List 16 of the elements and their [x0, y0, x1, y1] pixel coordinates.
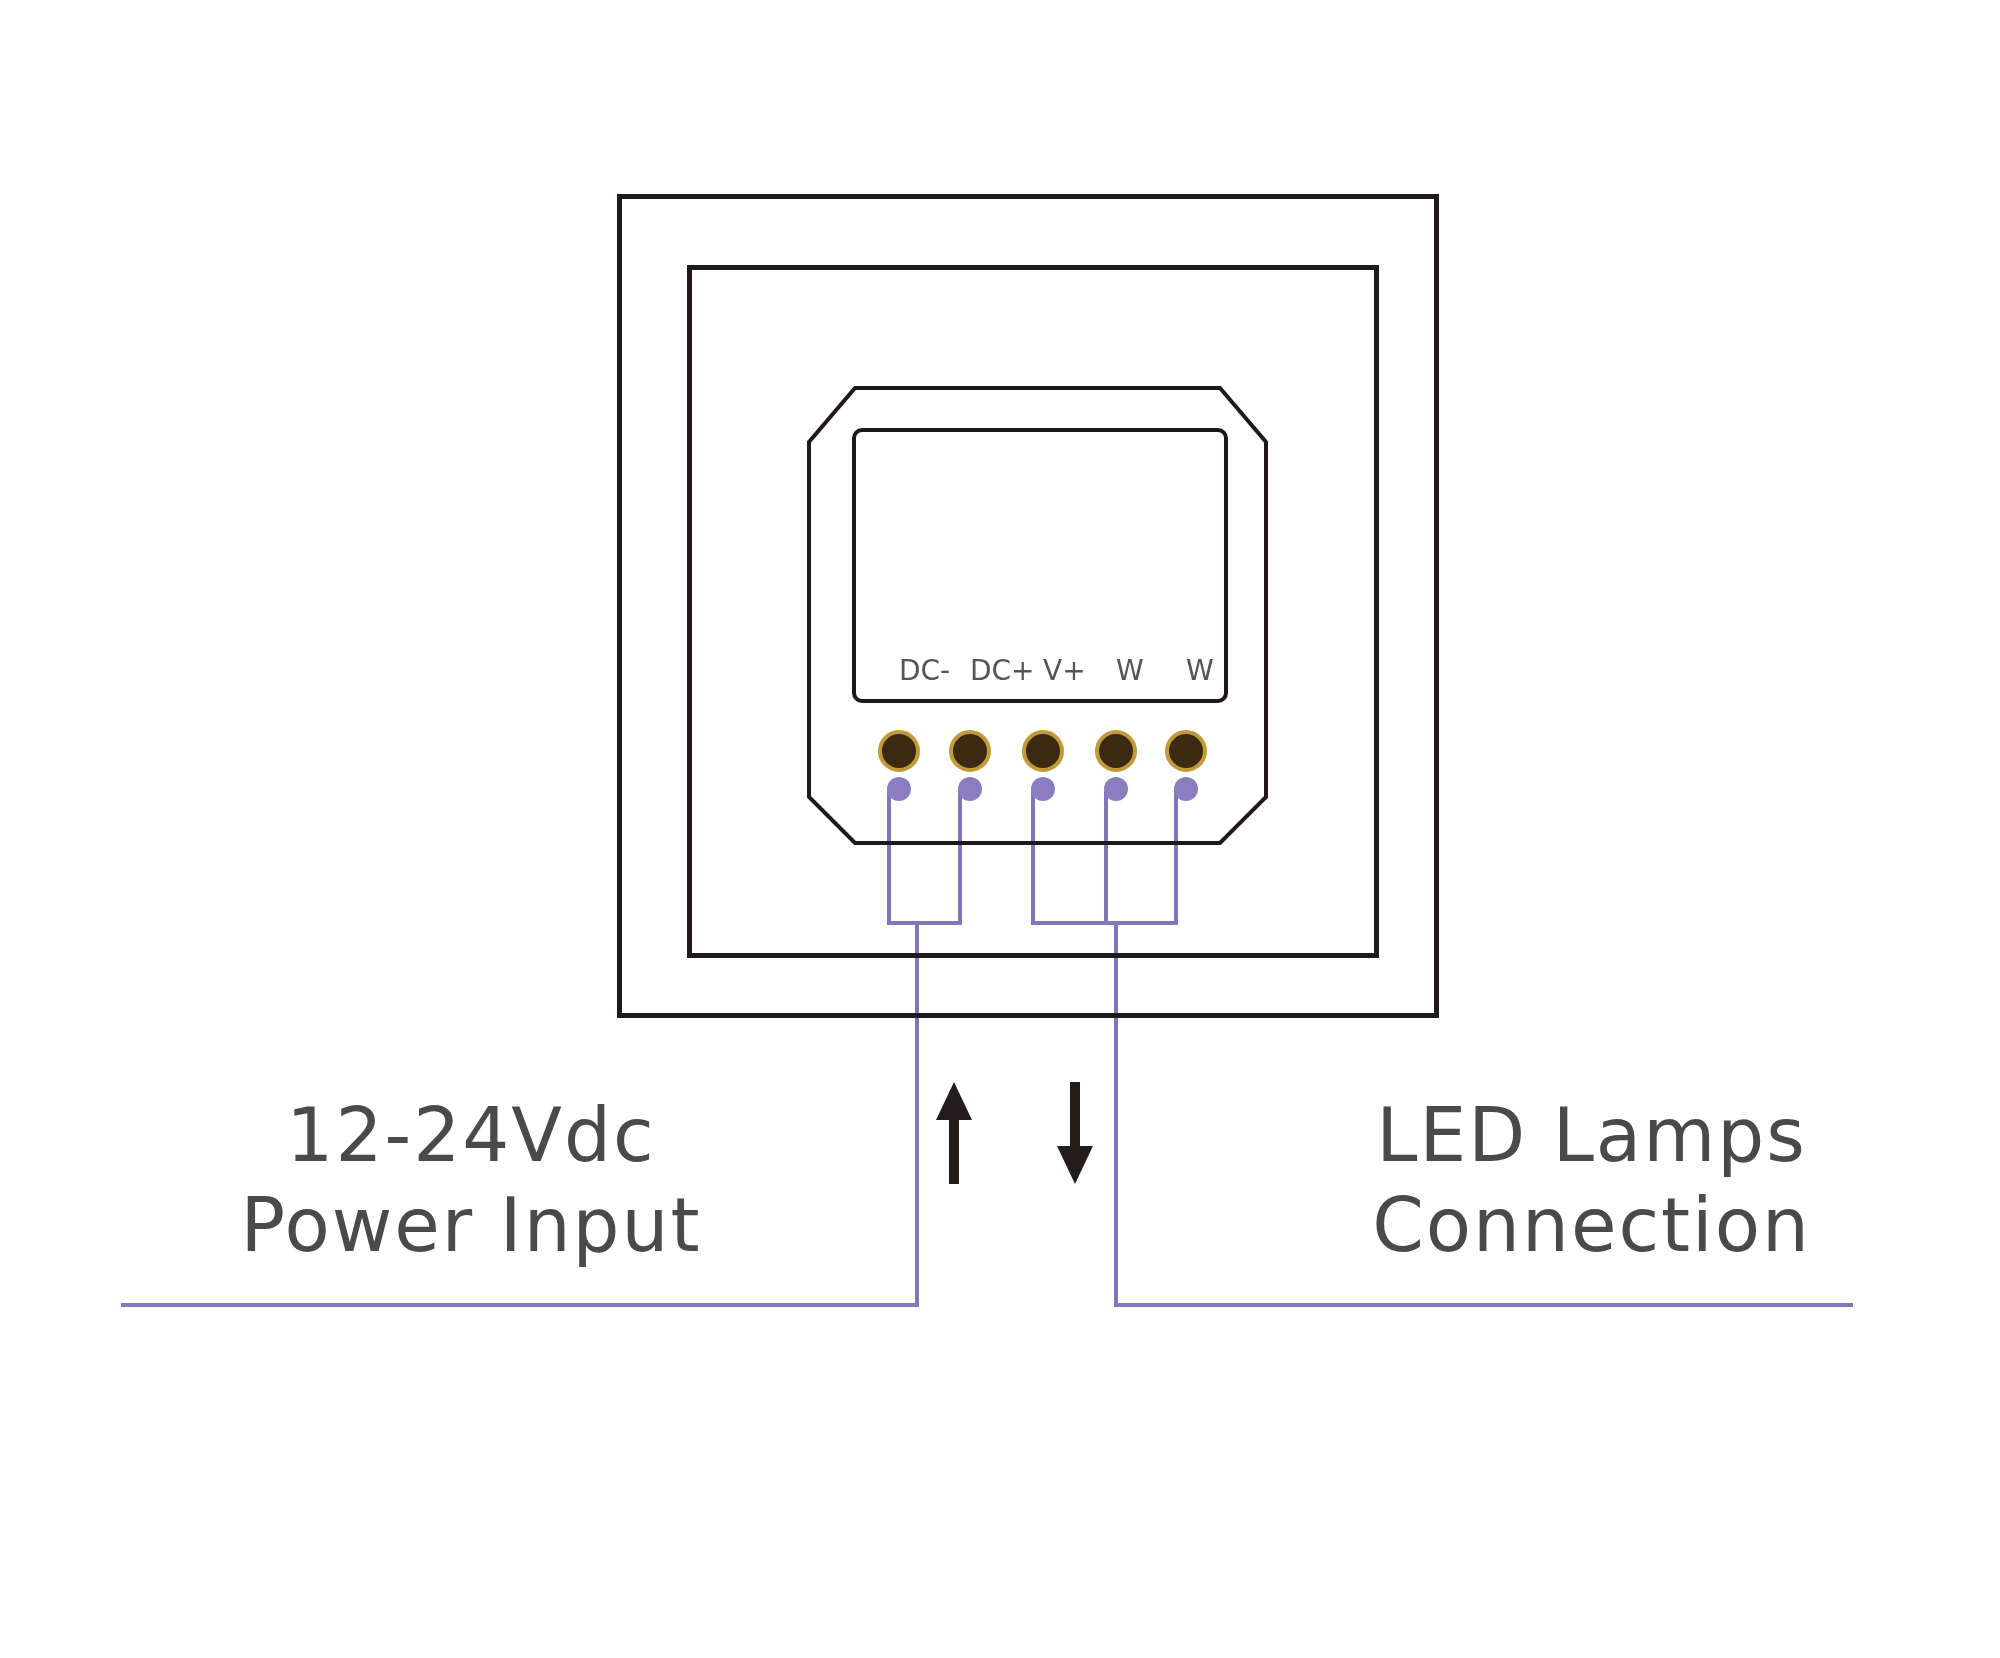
wire-terminal — [877, 729, 921, 803]
terminal-label: V+ — [1043, 654, 1086, 687]
label-text: 12-24Vdc Power Input — [121, 1090, 821, 1305]
terminal-label: W — [1186, 654, 1214, 687]
wall-plate — [617, 194, 1439, 1018]
terminal-label: DC- — [899, 654, 951, 687]
controller-module — [807, 386, 1268, 845]
wire-terminal — [1164, 729, 1208, 803]
plate-frame — [687, 265, 1379, 958]
label-text: LED Lamps Connection — [1330, 1090, 1853, 1305]
terminal-label: W — [1116, 654, 1144, 687]
display-screen — [852, 428, 1228, 703]
wire-terminal — [1094, 729, 1138, 803]
terminal-label: DC+ — [970, 654, 1035, 687]
wire-terminal — [1021, 729, 1065, 803]
wire-terminal — [948, 729, 992, 803]
